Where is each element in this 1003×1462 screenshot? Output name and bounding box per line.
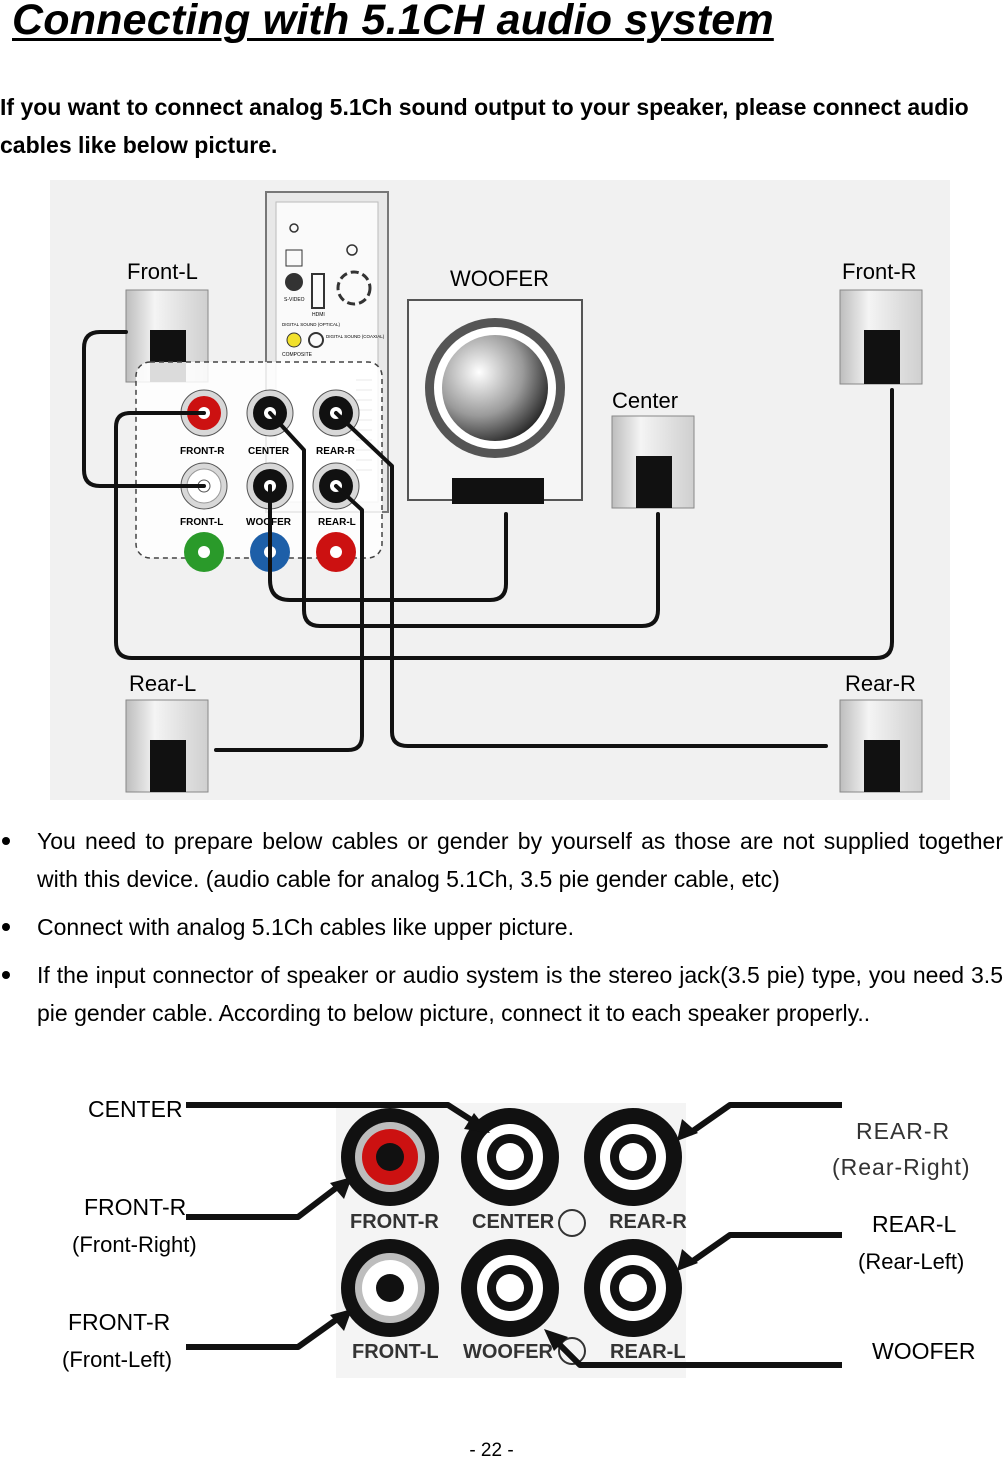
jack-panel-diagram: CENTER FRONT-R (Front-Right) FRONT-R (Fr… xyxy=(62,1096,976,1378)
arrow-center-icon xyxy=(464,1113,490,1133)
rca-jack-rear-l: REAR-L xyxy=(312,462,360,528)
jack-label-rear-l: REAR-L xyxy=(318,517,356,528)
speaker-label-rear-right: Rear-R xyxy=(845,671,916,696)
device-label-s-video: S-VIDEO xyxy=(284,297,305,303)
rca-jack-center: CENTER xyxy=(246,389,294,457)
speaker-label-front-right: Front-R xyxy=(842,259,917,284)
label-center: CENTER xyxy=(88,1096,183,1122)
jack-front-r: FRONT-R xyxy=(341,1108,439,1233)
leader-woofer xyxy=(553,1338,842,1368)
jack-label-rear-r: REAR-R xyxy=(316,446,356,457)
bullet-icon xyxy=(2,923,10,931)
leader-rear-l xyxy=(688,1232,842,1266)
page-number: - 22 - xyxy=(469,1440,514,1461)
rca-jack-front-r: FRONT-R xyxy=(180,389,228,457)
label-rear-l-sub: (Rear-Left) xyxy=(858,1249,964,1274)
rca-jack-rear-r: REAR-R xyxy=(312,389,360,457)
label-front-l: FRONT-R xyxy=(68,1309,170,1335)
instruction-text: If the input connector of speaker or aud… xyxy=(37,962,1003,1026)
speaker-label-rear-left: Rear-L xyxy=(129,671,196,696)
page-title: Connecting with 5.1CH audio system xyxy=(12,0,774,44)
bullet-icon xyxy=(2,837,10,845)
instruction-text: You need to prepare below cables or gend… xyxy=(37,828,1003,892)
label-front-l-sub: (Front-Left) xyxy=(62,1347,172,1372)
jack-front-l: FRONT-L xyxy=(341,1239,439,1363)
jack-rear-r: REAR-R xyxy=(584,1108,687,1233)
leader-rear-r xyxy=(688,1102,842,1136)
arrow-woofer-icon xyxy=(544,1329,568,1351)
jack-text-rear-l: REAR-L xyxy=(610,1341,686,1363)
jack-label-center: CENTER xyxy=(248,446,290,457)
arrow-front-l-icon xyxy=(330,1309,352,1331)
speaker-wiring-diagram: Front-L Front-R Center Rear-L Rear-R WOO… xyxy=(50,180,950,800)
label-front-r-sub: (Front-Right) xyxy=(72,1232,197,1257)
arrow-heads xyxy=(330,1113,698,1351)
arrow-rear-r-icon xyxy=(677,1119,698,1141)
leader-lines xyxy=(186,1102,842,1368)
speaker-rear-right: Rear-R xyxy=(839,671,923,793)
device-label-hdmi: HDMI xyxy=(312,312,325,318)
leader-front-l xyxy=(186,1314,342,1350)
jack-text-center: CENTER xyxy=(472,1211,555,1233)
leader-front-r xyxy=(186,1182,342,1220)
intro-text: If you want to connect analog 5.1Ch soun… xyxy=(0,94,969,158)
label-woofer: WOOFER xyxy=(872,1338,976,1364)
arrow-front-r-icon xyxy=(330,1177,352,1199)
speaker-front-right: Front-R xyxy=(839,259,923,385)
jack-rear-l: REAR-L xyxy=(584,1239,686,1363)
label-rear-l: REAR-L xyxy=(872,1211,957,1237)
jack-text-front-l: FRONT-L xyxy=(352,1341,439,1363)
cable-rear-left xyxy=(214,484,364,752)
label-rear-r: REAR-R xyxy=(856,1118,950,1144)
jack-text-woofer: WOOFER xyxy=(463,1341,554,1363)
screw-icon xyxy=(558,1337,586,1365)
screw-icon xyxy=(558,1209,586,1237)
speaker-label-front-left: Front-L xyxy=(127,259,198,284)
instruction-item: If the input connector of speaker or aud… xyxy=(0,956,1003,1032)
component-jacks xyxy=(184,532,356,572)
instruction-item: Connect with analog 5.1Ch cables like up… xyxy=(0,908,1003,946)
bullet-icon xyxy=(2,971,10,979)
instruction-item: You need to prepare below cables or gend… xyxy=(0,822,1003,898)
jack-label-front-r: FRONT-R xyxy=(180,446,225,457)
jack-text-rear-r: REAR-R xyxy=(609,1211,687,1233)
rca-jack-front-l: FRONT-L xyxy=(180,462,228,528)
device-label-composite: COMPOSITE xyxy=(282,352,313,358)
instruction-text: Connect with analog 5.1Ch cables like up… xyxy=(37,914,574,940)
cable-center xyxy=(268,411,660,628)
cable-front-left xyxy=(82,330,206,488)
jack-label-front-l: FRONT-L xyxy=(180,517,223,528)
label-rear-r-sub: (Rear-Right) xyxy=(832,1154,971,1180)
speaker-cables xyxy=(82,330,894,752)
arrow-rear-l-icon xyxy=(677,1249,698,1271)
device-label-coax: DIGITAL SOUND (COAXIAL) xyxy=(326,334,385,339)
device-label-optical: DIGITAL SOUND (OPTICAL) xyxy=(282,322,341,327)
jack-text-front-r: FRONT-R xyxy=(350,1211,439,1233)
cable-front-right xyxy=(114,388,894,660)
speaker-rear-left: Rear-L xyxy=(125,671,209,793)
label-front-r: FRONT-R xyxy=(84,1194,186,1220)
instruction-list: You need to prepare below cables or gend… xyxy=(0,822,1003,1042)
speaker-label-woofer: WOOFER xyxy=(450,266,549,291)
cable-rear-right xyxy=(334,411,828,748)
jack-center: CENTER xyxy=(461,1108,559,1233)
leader-center xyxy=(186,1102,478,1126)
speaker-center: Center xyxy=(611,388,695,509)
jack-woofer: WOOFER xyxy=(461,1239,559,1363)
woofer-speaker: WOOFER xyxy=(407,266,583,504)
speaker-label-center: Center xyxy=(612,388,678,413)
